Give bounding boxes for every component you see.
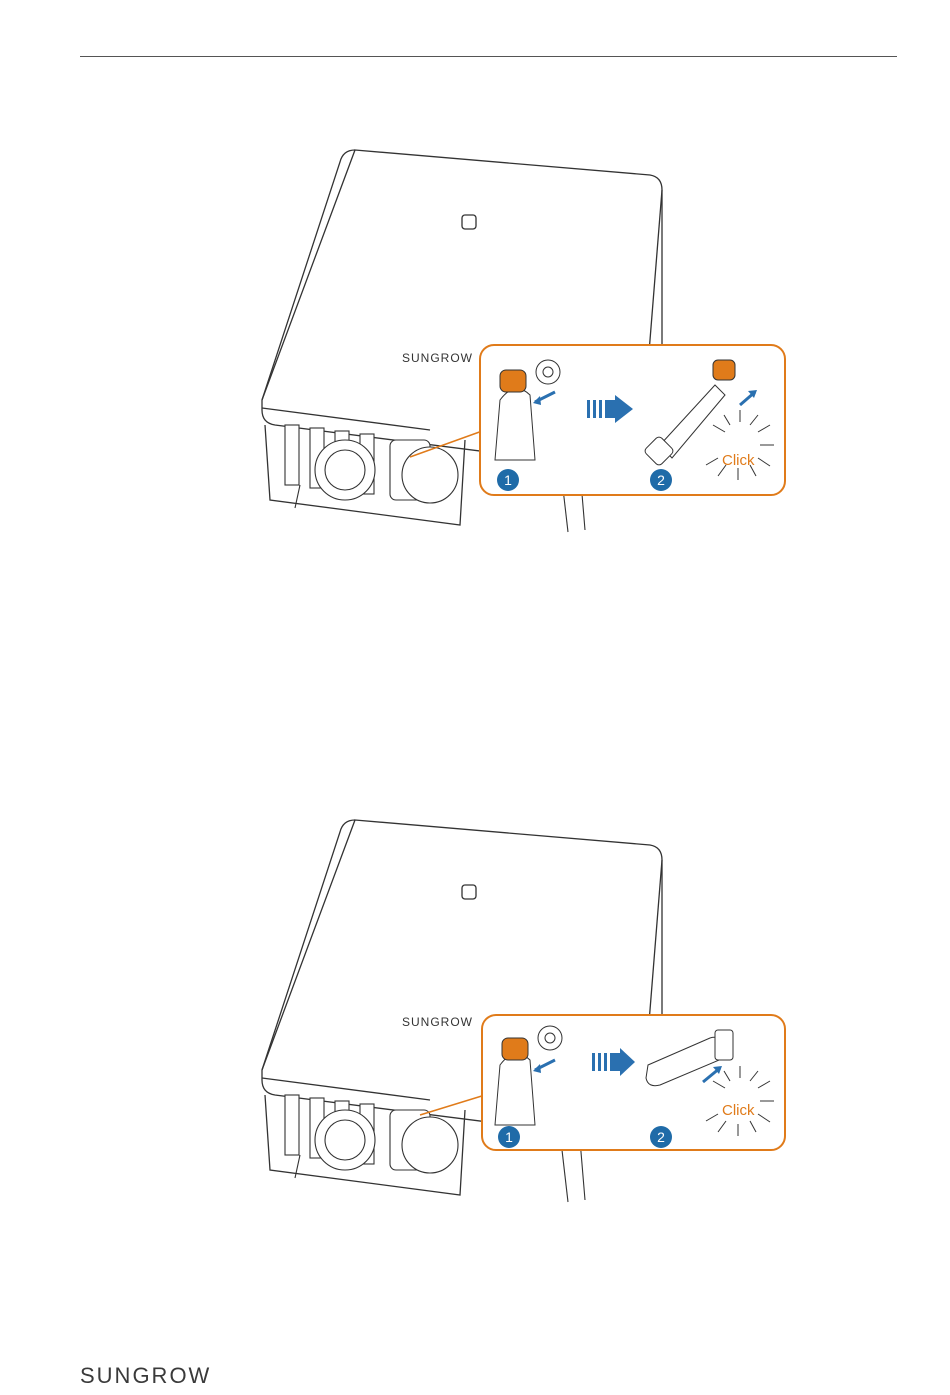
figure-1-illustration: SUNGROW: [230, 140, 800, 545]
figure-usb-dongle-install: SUNGROW: [230, 810, 800, 1210]
step-2-number: 2: [657, 472, 665, 488]
click-label: Click: [722, 452, 755, 469]
step-2-number: 2: [657, 1129, 665, 1145]
figure-wifi-module-install: SUNGROW: [230, 140, 800, 545]
step-1-number: 1: [504, 472, 512, 488]
footer-logo: SUNGROW: [80, 1365, 211, 1387]
device-brand-text: SUNGROW: [402, 351, 473, 365]
step-1-number: 1: [505, 1129, 513, 1145]
orange-cap-mounted: [713, 360, 735, 380]
figure-2-illustration: SUNGROW: [230, 810, 800, 1210]
orange-cap: [500, 370, 526, 392]
orange-cap: [502, 1038, 528, 1060]
device-brand-text: SUNGROW: [402, 1015, 473, 1029]
click-label: Click: [722, 1102, 755, 1119]
header-rule: [80, 56, 897, 57]
